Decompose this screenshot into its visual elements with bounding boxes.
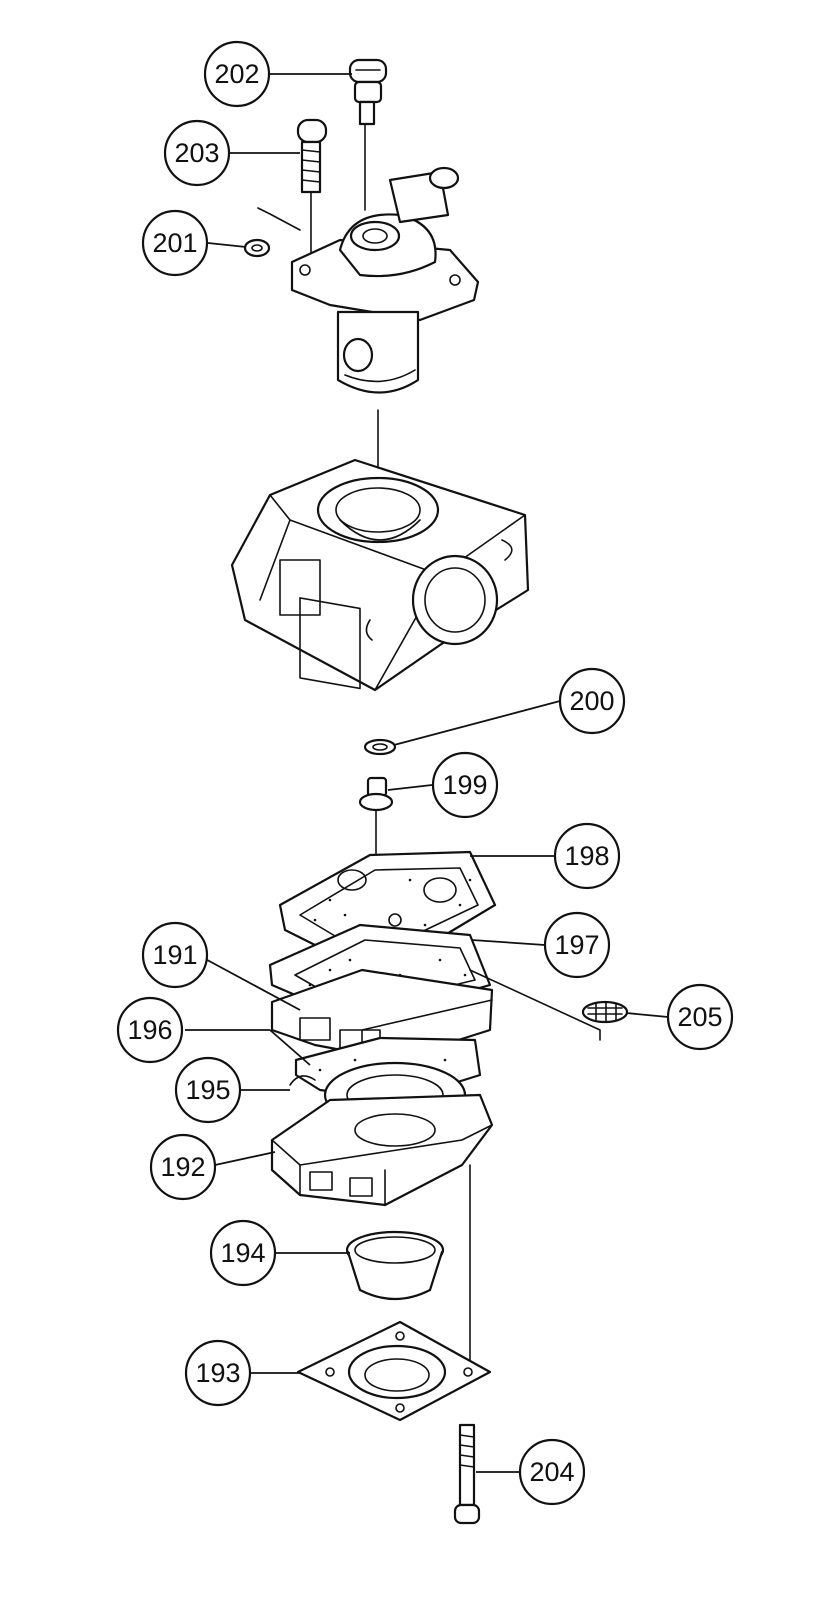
- callout-195: 195: [174, 1056, 242, 1124]
- callout-197: 197: [543, 911, 611, 979]
- callout-label-202: 202: [214, 59, 259, 89]
- needle-seat-199: [358, 776, 394, 859]
- callout-201: 201: [141, 209, 209, 277]
- callout-label-193: 193: [195, 1358, 240, 1388]
- callout-198: 198: [553, 822, 621, 890]
- callout-label-200: 200: [569, 686, 614, 716]
- leader-lines: [185, 73, 669, 1473]
- callout-193: 193: [184, 1339, 252, 1407]
- callout-label-205: 205: [677, 1002, 722, 1032]
- washer-200: [363, 738, 397, 756]
- pump-body-192: [270, 1093, 494, 1381]
- callout-label-194: 194: [220, 1238, 265, 1268]
- bolt-204: [453, 1423, 481, 1525]
- callout-205: 205: [666, 983, 734, 1051]
- callout-label-197: 197: [554, 930, 599, 960]
- callout-204: 204: [518, 1438, 586, 1506]
- callout-199: 199: [431, 751, 499, 819]
- screw-202: [348, 58, 388, 211]
- carburetor-body: [230, 458, 530, 692]
- callout-194: 194: [209, 1219, 277, 1287]
- callout-200: 200: [558, 667, 626, 735]
- callout-label-201: 201: [152, 228, 197, 258]
- strainer-205: [469, 969, 629, 1041]
- callout-label-196: 196: [127, 1015, 172, 1045]
- bolt-203: [296, 118, 328, 259]
- callout-label-198: 198: [564, 841, 609, 871]
- cup-194: [345, 1230, 445, 1300]
- top-cover-assembly: [290, 166, 480, 501]
- callout-191: 191: [141, 921, 209, 989]
- callout-192: 192: [149, 1133, 217, 1201]
- callout-label-203: 203: [174, 138, 219, 168]
- callout-label-192: 192: [160, 1152, 205, 1182]
- clip-201: [243, 207, 301, 258]
- callout-label-204: 204: [529, 1457, 574, 1487]
- callout-203: 203: [163, 119, 231, 187]
- callout-label-199: 199: [442, 770, 487, 800]
- callout-label-191: 191: [152, 940, 197, 970]
- callout-label-195: 195: [185, 1075, 230, 1105]
- callout-196: 196: [116, 996, 184, 1064]
- cover-193: [296, 1320, 492, 1422]
- callout-202: 202: [203, 40, 271, 108]
